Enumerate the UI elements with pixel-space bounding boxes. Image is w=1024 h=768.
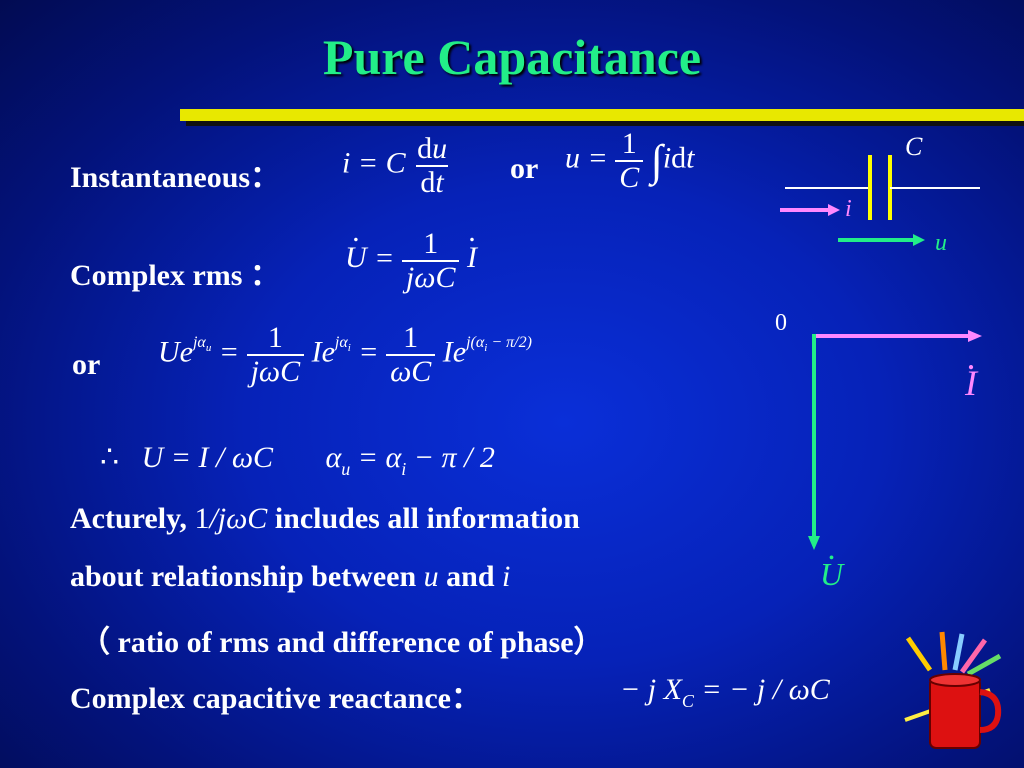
- origin-label: 0: [775, 310, 787, 336]
- about-line-and: and: [446, 560, 495, 593]
- phasor-i-label: I: [965, 362, 977, 404]
- page-title: Pure Capacitance: [322, 29, 702, 85]
- therefore-formula: ∴ U = I / ωC αu = αi − π / 2: [100, 441, 495, 479]
- current-label: i: [845, 196, 852, 222]
- acturely-rest: includes all information: [274, 502, 580, 535]
- voltage-label: u: [935, 230, 947, 256]
- complex-rms-label: Complex rms ：: [70, 259, 280, 292]
- about-line-start: about relationship between: [70, 560, 417, 593]
- acturely-label: Acturely,: [70, 502, 187, 535]
- reactance-formula: − j XC = − j / ωC: [620, 673, 830, 711]
- symbol-u: u: [423, 560, 439, 593]
- ratio-line: （ ratio of rms and difference of phase）: [80, 626, 604, 659]
- symbol-i: i: [502, 560, 511, 593]
- inline-impedance: 1/jωC: [194, 502, 268, 535]
- reactance-label: Complex capacitive reactance：: [70, 682, 481, 715]
- voltage-arrowhead: [913, 234, 925, 246]
- or-label-1: or: [510, 152, 539, 185]
- pencil-cup-clipart: [904, 631, 1002, 749]
- phasor-u-label: U: [820, 556, 843, 593]
- therefore-symbol: ∴: [100, 441, 120, 474]
- capacitor-circuit-diagram: [780, 155, 980, 246]
- phasor-u-arrowhead: [808, 536, 820, 550]
- current-arrowhead: [828, 204, 840, 216]
- acturely-line: Acturely, 1/jωC includes all information: [70, 502, 580, 536]
- about-line: about relationship between u and i: [70, 560, 510, 594]
- or-label-2: or: [72, 348, 101, 381]
- instantaneous-label: Instantaneous：: [70, 161, 281, 194]
- title-underline: [180, 109, 1024, 121]
- capacitor-label: C: [905, 132, 923, 161]
